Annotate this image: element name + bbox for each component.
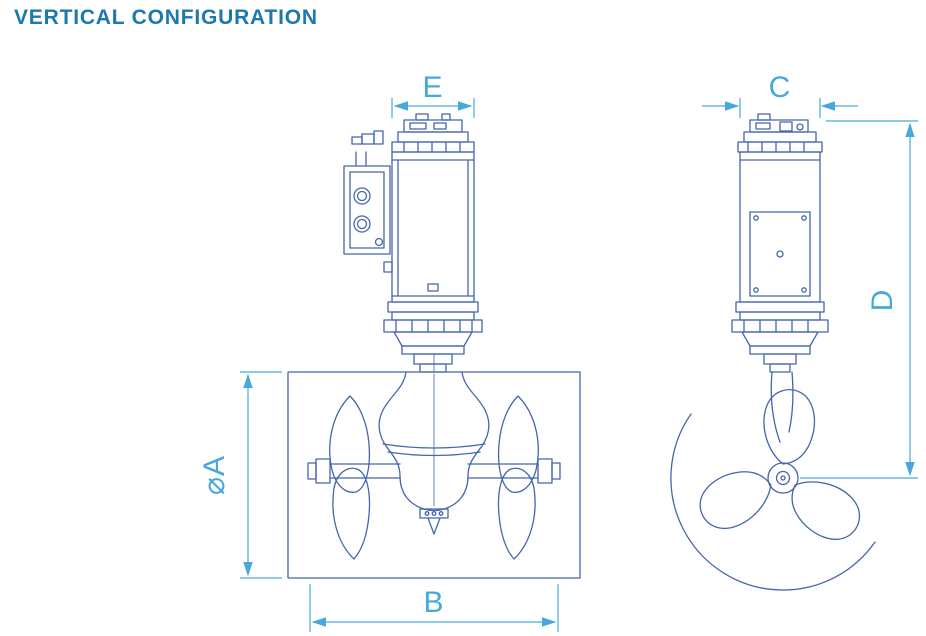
dimension-label-c: C xyxy=(769,71,792,104)
side-tunnel-arc xyxy=(670,413,876,591)
page-title: VERTICAL CONFIGURATION xyxy=(14,6,318,29)
side-motor xyxy=(731,113,829,373)
side-gear-strut xyxy=(770,371,794,443)
dimension-label-b: B xyxy=(423,586,444,619)
side-view xyxy=(670,113,876,591)
dimension-label-e: E xyxy=(422,71,443,104)
dimension-d: D xyxy=(800,120,918,479)
front-motor xyxy=(351,113,483,373)
dimension-c: C xyxy=(702,71,858,118)
dimension-b: B xyxy=(309,584,559,632)
front-propeller-left xyxy=(307,395,401,560)
front-gear-housing xyxy=(378,371,490,535)
dimension-label-d: D xyxy=(866,289,899,312)
front-junction-box xyxy=(343,151,391,255)
dimension-phi-a: ⌀A xyxy=(198,371,282,579)
front-propeller-right xyxy=(467,395,561,560)
side-propeller xyxy=(699,389,861,540)
dimension-label-phi-a: ⌀A xyxy=(198,455,231,495)
front-view xyxy=(287,113,581,579)
front-tunnel xyxy=(287,371,581,579)
dimension-e: E xyxy=(391,71,475,118)
